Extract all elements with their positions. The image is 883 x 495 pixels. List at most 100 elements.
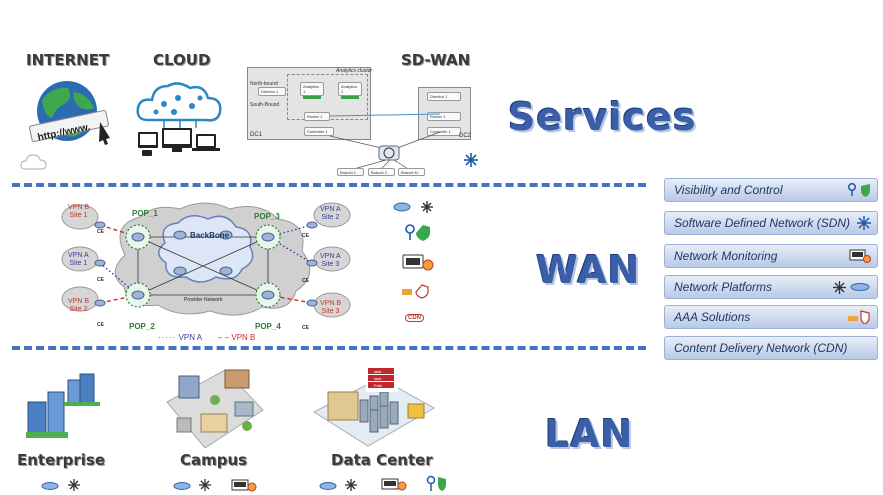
cloud-title: CLOUD — [153, 51, 211, 69]
south-bound-label: South-Bound — [250, 102, 280, 108]
internet-globe-icon: http://www. — [29, 81, 110, 145]
rack-label-1: task — [374, 369, 381, 374]
wan-backbone-diagram — [61, 202, 351, 318]
site-vpn: VPN B — [68, 298, 90, 305]
ce-label: CE — [97, 229, 104, 235]
campus-icon — [166, 369, 264, 449]
dc1-label: DC1 — [250, 132, 263, 138]
wan-lan-separator — [12, 346, 646, 350]
data-center-icon: task task Path — [312, 368, 436, 447]
enterprise-icons — [41, 479, 80, 491]
ce-label: CE — [302, 233, 309, 239]
site-name: Site 1 — [69, 260, 88, 267]
legend-aaa-solutions[interactable]: AAA Solutions — [664, 305, 878, 329]
legend-sdn[interactable]: Software Defined Network (SDN) — [664, 211, 878, 235]
aaa-icon — [848, 310, 870, 324]
provider-network-label: Provider Network — [184, 297, 223, 303]
rack-label-3: Path — [374, 383, 382, 388]
pop-1-label: POP_1 — [132, 209, 158, 218]
sdwan-dc1-box: Analytics cluster North-bound South-Boun… — [247, 67, 373, 140]
sdwan-dc2-box: Director 1 Router 1 Controller 1 DC2 — [418, 87, 471, 140]
cloud-outline-icon — [20, 154, 47, 170]
sdwan-title: SD-WAN — [401, 51, 471, 69]
legend-sdn-label: Software Defined Network (SDN) — [674, 216, 851, 230]
campus-title: Campus — [180, 451, 248, 469]
director-1b-node: Director 1 — [427, 92, 461, 101]
pop-3-label: POP_3 — [254, 212, 280, 221]
router-icon — [850, 283, 870, 291]
legend-aaa-solutions-label: AAA Solutions — [674, 310, 751, 324]
legend-vpn-a-label: VPN A — [178, 333, 203, 342]
enterprise-title: Enterprise — [17, 451, 106, 469]
site-name: Site 1 — [69, 212, 88, 219]
branch-n-node: Branch N — [398, 168, 425, 176]
analytics-1-label: Analytics 1 — [303, 84, 320, 94]
north-bound-label: North-bound — [250, 81, 278, 87]
controller-1b-node: Controller 1 — [427, 127, 461, 136]
ce-label: CE — [302, 325, 309, 331]
site-vpn: VPN B — [68, 204, 90, 211]
monitor-icon — [849, 249, 871, 263]
backbone-label: BackBone — [190, 231, 230, 240]
layer-label-wan: WAN — [536, 248, 641, 292]
dc2-label: DC2 — [459, 133, 472, 139]
legend-network-platforms[interactable]: Network Platforms — [664, 275, 878, 299]
ce-label: CE — [302, 278, 309, 284]
layer-label-lan: LAN — [545, 412, 634, 456]
legend-cdn-label: Content Delivery Network (CDN) — [674, 341, 848, 355]
branch-2-node: Branch 2 — [368, 168, 395, 176]
campus-icons — [173, 479, 257, 492]
legend-cdn[interactable]: Content Delivery Network (CDN) — [664, 336, 878, 360]
router-1-node: Router 1 — [304, 112, 330, 121]
cdn-badge: CDN — [405, 314, 424, 322]
switch-icon — [833, 280, 846, 294]
site-name: Site 2 — [69, 306, 88, 313]
legend-visibility-control[interactable]: Visibility and Control — [664, 178, 878, 202]
layer-label-services: Services — [508, 95, 697, 139]
branch-1-node: Branch 1 — [337, 168, 364, 176]
ce-label: CE — [97, 322, 104, 328]
analytics-2-label: Analytics 2 — [341, 84, 358, 94]
sdwan-links — [329, 113, 441, 171]
site-vpn: VPN B — [320, 300, 342, 307]
snowflake-icon — [464, 153, 478, 167]
site-name: Site 3 — [321, 308, 340, 315]
analytics-1-node: Analytics 1 — [300, 82, 324, 99]
legend-network-platforms-label: Network Platforms — [674, 280, 773, 294]
director-1-node: Director 1 — [258, 87, 286, 96]
enterprise-buildings-icon — [26, 373, 100, 438]
legend-network-monitoring-label: Network Monitoring — [674, 249, 778, 263]
site-vpn: VPN A — [320, 253, 341, 260]
site-name: Site 2 — [321, 214, 340, 221]
legend-vpn-a: ····· VPN A — [158, 333, 203, 342]
snowflake-icon — [857, 216, 871, 230]
site-vpn: VPN A — [68, 252, 89, 259]
pop-2-label: POP_2 — [129, 322, 155, 331]
rack-label-2: task — [374, 376, 381, 381]
wan-capability-icons — [393, 201, 434, 299]
controller-1-node: Controller 1 — [304, 127, 334, 136]
shield-icon — [861, 183, 870, 197]
pop-4-label: POP_4 — [255, 322, 281, 331]
pin-icon — [847, 183, 857, 196]
legend-visibility-control-label: Visibility and Control — [674, 183, 783, 197]
analytics-2-node: Analytics 2 — [338, 82, 362, 99]
site-vpn: VPN A — [320, 206, 341, 213]
ce-label: CE — [97, 277, 104, 283]
legend-network-monitoring[interactable]: Network Monitoring — [664, 244, 878, 268]
services-wan-separator — [12, 183, 646, 187]
legend-vpn-b: – – VPN B — [218, 333, 256, 342]
router-1b-node: Router 1 — [427, 112, 461, 121]
data-center-title: Data Center — [331, 451, 433, 469]
internet-title: INTERNET — [26, 51, 110, 69]
analytics-cluster-label: Analytics cluster — [336, 68, 373, 74]
legend-vpn-b-label: VPN B — [231, 333, 256, 342]
data-center-icons — [319, 475, 446, 491]
cloud-devices-icon — [136, 82, 222, 156]
